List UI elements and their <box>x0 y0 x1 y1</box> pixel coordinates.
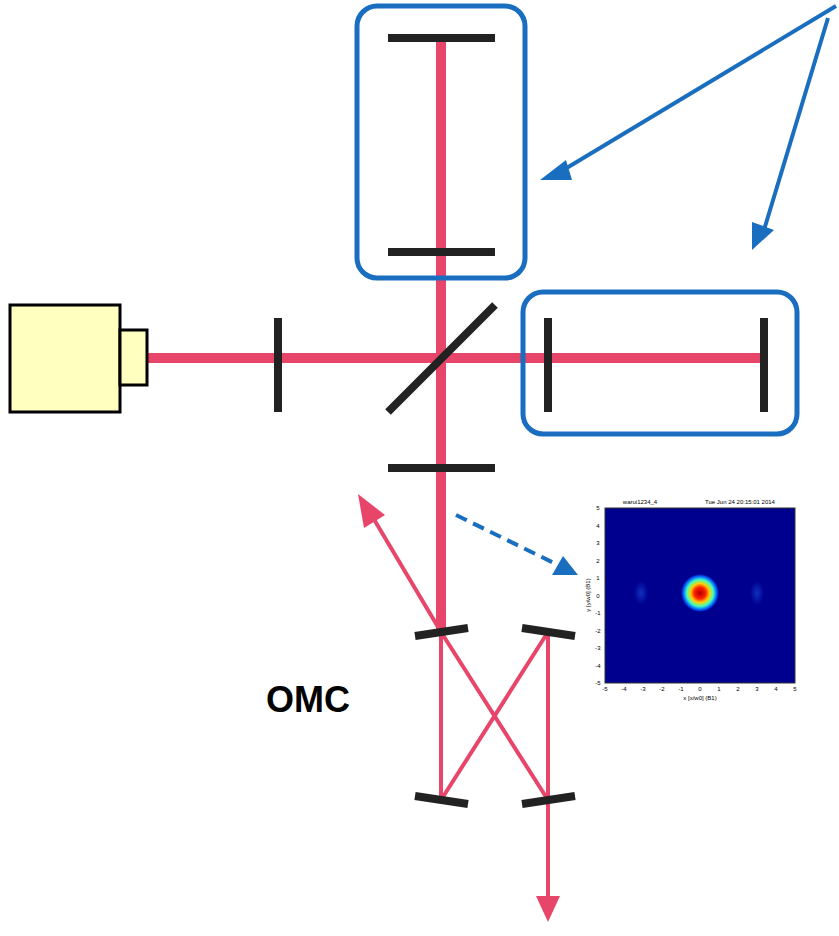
laser-source <box>10 305 120 412</box>
tick-label: 5 <box>793 686 796 692</box>
laser-beam <box>147 38 760 900</box>
tick-label: 2 <box>596 558 599 564</box>
pickoff-arrowhead <box>552 556 578 575</box>
tick-label: -5 <box>595 680 600 686</box>
tick-label: 1 <box>596 575 599 581</box>
tick-label: 2 <box>736 686 739 692</box>
tick-label: 1 <box>717 686 720 692</box>
tick-label: -3 <box>640 686 645 692</box>
tick-label: 4 <box>596 523 599 529</box>
tick-label: -2 <box>595 628 600 634</box>
axis-label: x [x/w0] (B1) <box>683 695 716 701</box>
tick-label: -4 <box>595 663 600 669</box>
tick-label: 0 <box>698 686 701 692</box>
tick-label: -4 <box>621 686 626 692</box>
beam-arrowhead <box>536 896 560 922</box>
tick-label: -1 <box>678 686 683 692</box>
tick-label: 0 <box>596 593 599 599</box>
beam-profile-plot <box>605 508 795 683</box>
tick-label: -5 <box>602 686 607 692</box>
tick-label: 3 <box>755 686 758 692</box>
pickoff-arrow <box>456 515 560 566</box>
tick-label: 5 <box>596 505 599 511</box>
tick-label: 3 <box>596 540 599 546</box>
tick-label: -1 <box>595 610 600 616</box>
axis-label: y [y/w0] (B1) <box>585 578 591 611</box>
plot-timestamp: Tue Jun 24 20:15:01 2014 <box>705 499 775 505</box>
tick-label: 4 <box>774 686 777 692</box>
component-label: OMC <box>266 682 350 718</box>
callout-arrow <box>540 6 836 250</box>
laser-aperture <box>120 330 147 385</box>
mirror <box>278 38 764 804</box>
plot-title: warui1234_4 <box>623 499 657 505</box>
tick-label: -2 <box>659 686 664 692</box>
beam-arrowhead <box>358 494 385 528</box>
tick-label: -3 <box>595 645 600 651</box>
